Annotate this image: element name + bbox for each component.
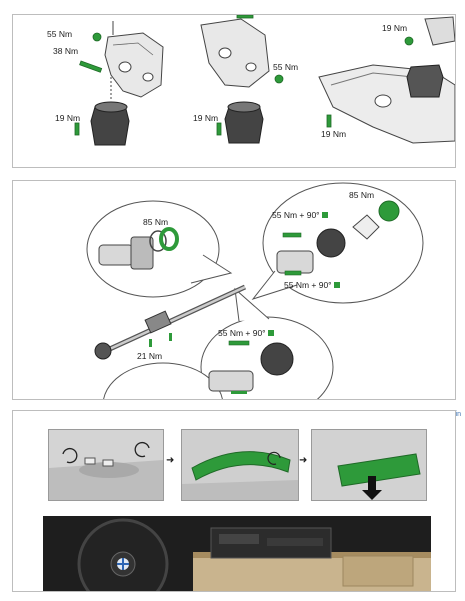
- torque-label-19nm-right-top: 19 Nm: [382, 23, 408, 33]
- torque-label-85nm-left: 85 Nm: [143, 217, 169, 227]
- trim-removal-panel: ➜ ➜: [12, 410, 456, 592]
- step-1-image: [48, 429, 164, 501]
- dashboard-photo: [43, 516, 431, 591]
- torque-label-55nm-90-lower-text: 55 Nm + 90°: [218, 328, 266, 338]
- step-3-image: [311, 429, 427, 501]
- driveshaft-illustration: [86, 182, 424, 399]
- green-square-icon: [333, 282, 340, 288]
- torque-label-85nm-right: 85 Nm: [349, 190, 375, 200]
- green-square-icon: [267, 330, 274, 336]
- torque-label-55nm-90-top: 55 Nm + 90°: [272, 210, 328, 220]
- torque-label-55nm-left: 55 Nm: [47, 29, 73, 39]
- step-2-image: [181, 429, 299, 501]
- torque-label-38nm: 38 Nm: [53, 46, 79, 56]
- green-square-icon: [321, 212, 328, 218]
- engine-mount-illustration: [74, 15, 455, 146]
- torque-label-55nm-90-mid-text: 55 Nm + 90°: [284, 280, 332, 290]
- torque-label-55nm-90-top-text: 55 Nm + 90°: [272, 210, 320, 220]
- torque-label-55nm-mid: 55 Nm: [273, 62, 299, 72]
- torque-label-19nm-right-bottom: 19 Nm: [321, 129, 347, 139]
- engine-mount-diagram-panel: 55 Nm 38 Nm 19 Nm 19 Nm 55 Nm 19 Nm 19 N…: [12, 14, 456, 168]
- step-1-drawing: [49, 441, 163, 500]
- torque-label-55nm-90-mid: 55 Nm + 90°: [284, 280, 340, 290]
- arrow-right-icon: ➜: [166, 455, 175, 466]
- torque-label-19nm-mid: 19 Nm: [193, 113, 219, 123]
- step-2-drawing: [182, 451, 298, 500]
- arrow-right-icon: ➜: [299, 455, 308, 466]
- driveshaft-diagram-panel: 85 Nm 55 Nm + 90° 85 Nm 55 Nm + 90° 55 N…: [12, 180, 456, 400]
- torque-label-55nm-90-lower: 55 Nm + 90°: [218, 328, 274, 338]
- torque-label-21nm: 21 Nm: [137, 351, 163, 361]
- step-3-drawing: [337, 453, 421, 500]
- dashboard-photo-drawing: [43, 516, 431, 591]
- torque-label-19nm-left: 19 Nm: [55, 113, 81, 123]
